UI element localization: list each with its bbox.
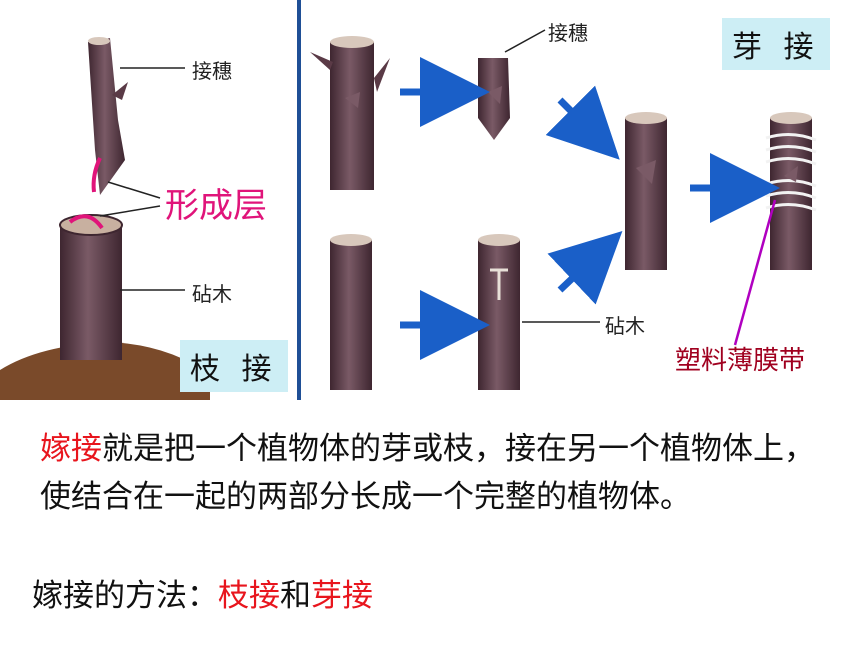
label-rootstock-right: 砧木 <box>605 314 645 338</box>
tag-branch-grafting: 枝 接 <box>180 340 288 392</box>
method-bud: 芽接 <box>311 578 373 614</box>
arrow-diag-down <box>545 85 620 160</box>
rootstock-branch-bottom <box>330 234 372 390</box>
rootstock-stem-left <box>59 214 123 360</box>
panel-divider <box>297 0 301 400</box>
label-cambium: 形成层 <box>165 186 267 226</box>
tag-bud-grafting: 芽 接 <box>722 18 830 70</box>
cambium-marks <box>68 157 161 230</box>
definition-paragraph: 嫁接就是把一个植物体的芽或枝，接在另一个植物体上，使结合在一起的两部分长成一个完… <box>40 425 830 521</box>
combined-branch <box>625 112 667 270</box>
soil-mound <box>0 342 210 400</box>
label-rootstock: 砧木 <box>192 282 232 306</box>
label-plastic-film: 塑料薄膜带 <box>675 346 806 376</box>
methods-joiner: 和 <box>280 578 311 614</box>
scion-stem-left <box>88 37 128 195</box>
bud-chip <box>478 29 546 140</box>
definition-text: 就是把一个植物体的芽或枝，接在另一个植物体上，使结合在一起的两部分长成一个完整的… <box>40 431 815 515</box>
t-cut-rootstock <box>478 234 600 390</box>
term-grafting: 嫁接 <box>40 431 102 467</box>
label-scion: 接穗 <box>192 59 232 83</box>
methods-prefix: 嫁接的方法： <box>32 578 218 614</box>
methods-line: 嫁接的方法：枝接和芽接 <box>32 570 373 615</box>
scion-branch-top <box>310 36 390 190</box>
arrow-diag-up <box>547 230 623 305</box>
label-scion-right: 接穗 <box>548 21 588 45</box>
method-branch: 枝接 <box>218 578 280 614</box>
wrapped-branch <box>733 112 817 346</box>
